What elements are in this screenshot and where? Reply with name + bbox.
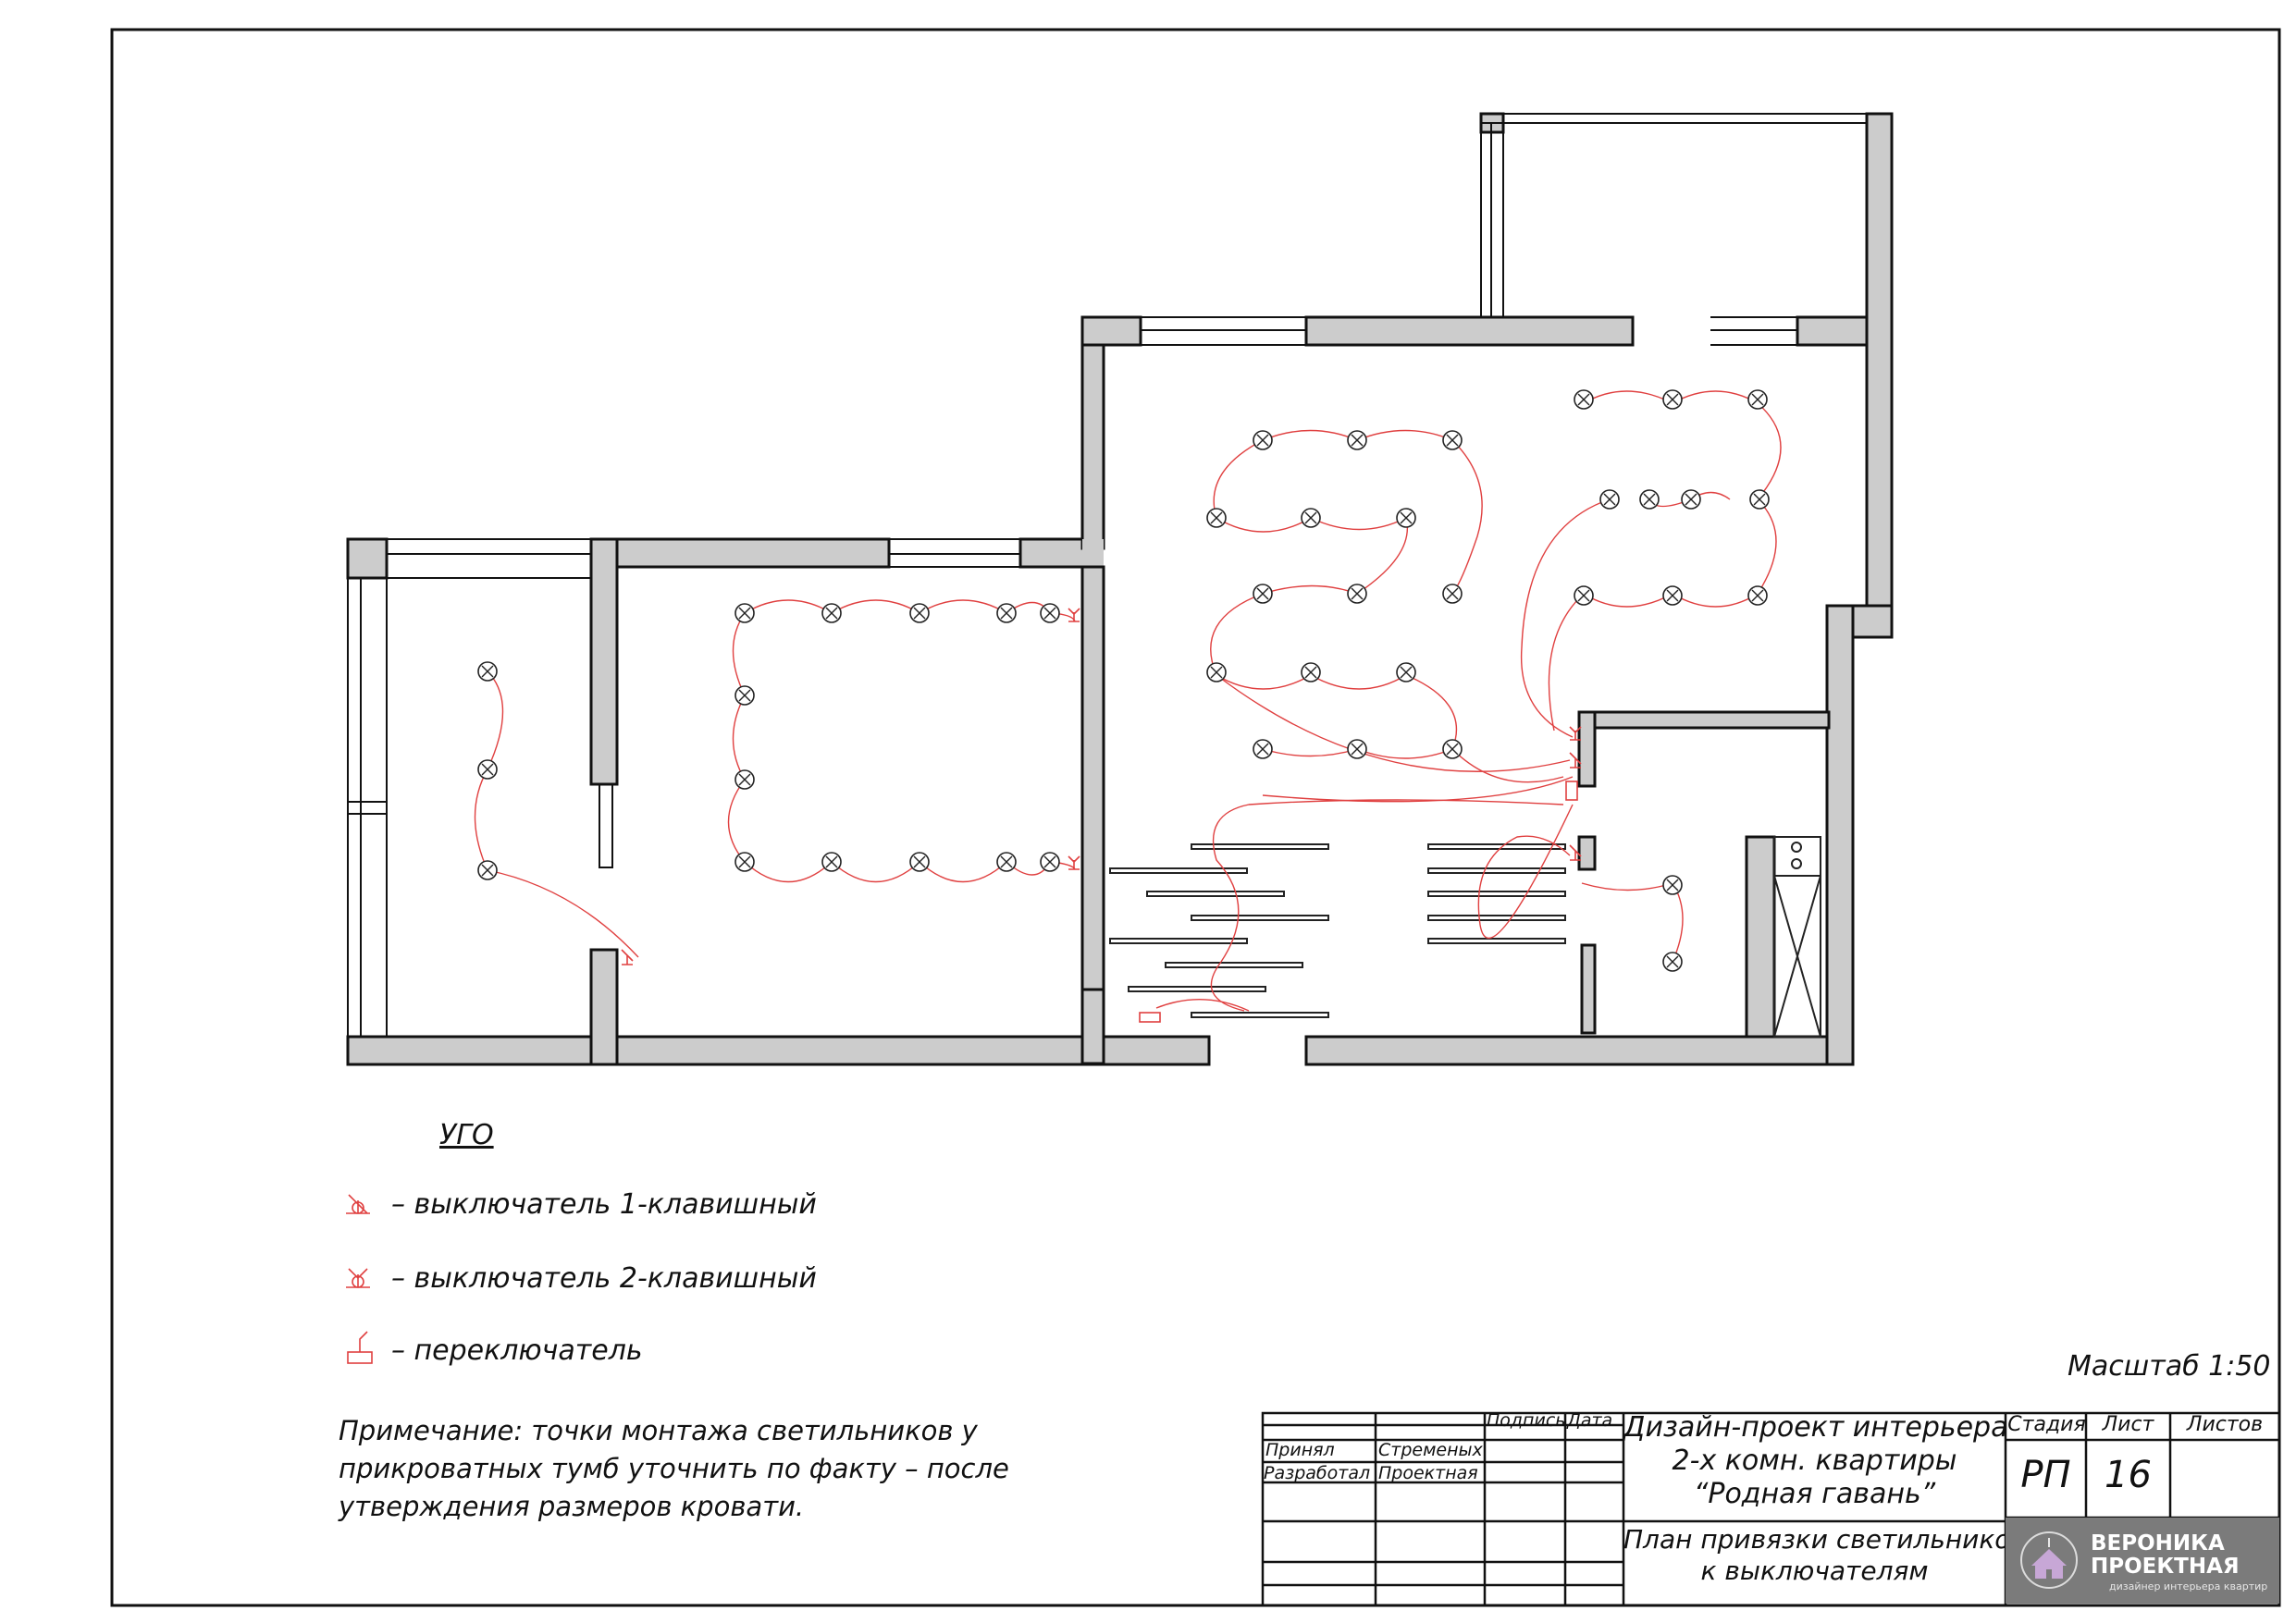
project-line-2: 2-х комн. квартиры [1672,1445,1957,1477]
legend-item-pass-switch: – переключатель [391,1334,643,1367]
project-name: Дизайн-проект интерьера 2-х комн. кварти… [1623,1411,2008,1511]
legend-item-switch-1: – выключатель 1-клавишный [391,1188,817,1221]
sheet-title-line-1: План привязки светильников [1623,1524,2026,1555]
wiring [474,390,1782,1012]
legend-title: УГО [439,1119,494,1151]
company-logo: ВЕРОНИКА ПРОЕКТНАЯ дизайнер интерьера кв… [2006,1518,2279,1604]
sheet-title: План привязки светильников к выключателя… [1623,1524,2026,1587]
row1-name: Стременых [1378,1440,1483,1460]
sheet-value: 16 [2105,1454,2152,1496]
row2-name: Проектная [1378,1463,1478,1483]
note: Примечание: точки монтажа светильников у… [339,1412,1009,1526]
col-sign-header: Подпись [1487,1410,1566,1431]
logo-tagline: дизайнер интерьера квартир [2109,1580,2268,1592]
note-line-1: Примечание: точки монтажа светильников у [339,1415,978,1446]
switch-1-key-icon [346,1194,370,1214]
note-line-3: утверждения размеров кровати. [339,1491,805,1522]
lamps [477,389,1770,972]
sheet-frame [110,28,2281,1607]
house-emblem-icon [2020,1531,2078,1589]
sheet-label: Лист [2102,1413,2154,1436]
kitchen-unit [1773,836,1821,1038]
pass-switch-icon [347,1331,373,1364]
stage-value: РП [2020,1454,2071,1496]
switch-2-key-icon [346,1268,370,1288]
title-block-grid [1261,1411,2281,1607]
row1-role: Принял [1265,1440,1335,1460]
note-line-2: прикроватных тумб уточнить по факту – по… [339,1453,1009,1484]
stage-label: Стадия [2007,1413,2086,1436]
hall-shelves [1109,843,1566,1018]
scale-label: Масштаб 1:50 [2068,1350,2271,1383]
logo-name-line-2: ПРОЕКТНАЯ [2091,1555,2240,1579]
legend-item-switch-2: – выключатель 2-клавишный [391,1262,817,1295]
logo-name-line-1: ВЕРОНИКА [2091,1531,2225,1555]
legend-icons [346,1194,373,1364]
sheets-label: Листов [2186,1413,2264,1436]
switches [621,608,1582,1023]
col-date-header: Дата [1567,1410,1613,1431]
project-line-1: Дизайн-проект интерьера [1623,1411,2008,1444]
project-line-3: “Родная гавань” [1693,1478,1936,1510]
walls [346,112,1894,1066]
sheet-title-line-2: к выключателям [1700,1555,1929,1586]
windows [347,113,1867,1037]
row2-role: Разработал [1264,1463,1371,1483]
